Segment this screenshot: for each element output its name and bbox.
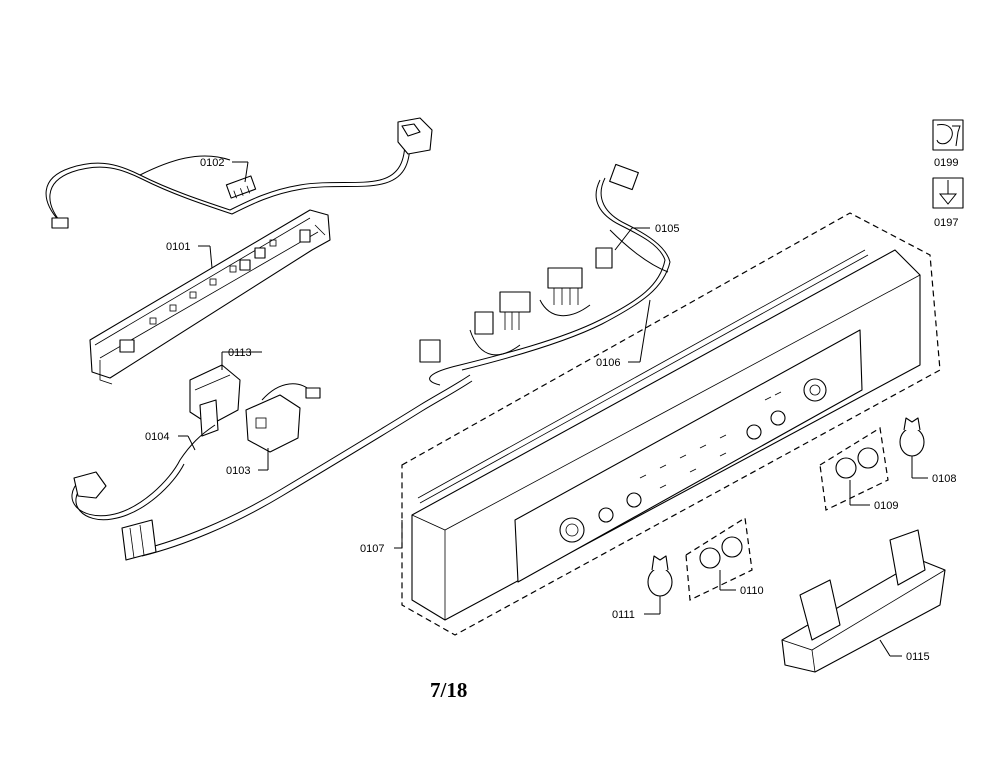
wire-harness-0105 [419,163,671,386]
switch-0103 [245,383,321,453]
leader-lines [178,161,928,657]
label-0104: 0104 [145,431,169,443]
label-0101: 0101 [166,241,190,253]
panel-assembly-boundary [401,212,941,636]
label-0110: 0110 [740,585,764,597]
label-0109: 0109 [874,500,898,512]
bracket-0115 [781,529,946,673]
light-pipe-0110 [685,516,753,601]
page-number: 7/18 [430,678,467,702]
label-0103: 0103 [226,465,250,477]
label-0106: 0106 [596,357,620,369]
button-0108 [899,417,925,457]
light-pipe-0109 [819,427,889,511]
screwdriver-icon [932,177,964,209]
label-0102: 0102 [200,157,224,169]
label-0197: 0197 [934,217,958,229]
switch-assembly-0113 [189,364,241,437]
label-0107: 0107 [360,543,384,555]
label-0115: 0115 [906,651,930,663]
label-0111: 0111 [612,609,635,621]
wrench-icon [932,119,964,151]
label-0105: 0105 [655,223,679,235]
button-0111 [647,555,673,597]
label-0113: 0113 [228,347,252,359]
label-0199: 0199 [934,157,958,169]
wire-harness-0102 [45,117,433,229]
control-panel-0106 [411,249,921,621]
wire-harness-0104 [71,374,473,561]
label-0108: 0108 [932,473,956,485]
control-board-0101 [89,209,331,385]
